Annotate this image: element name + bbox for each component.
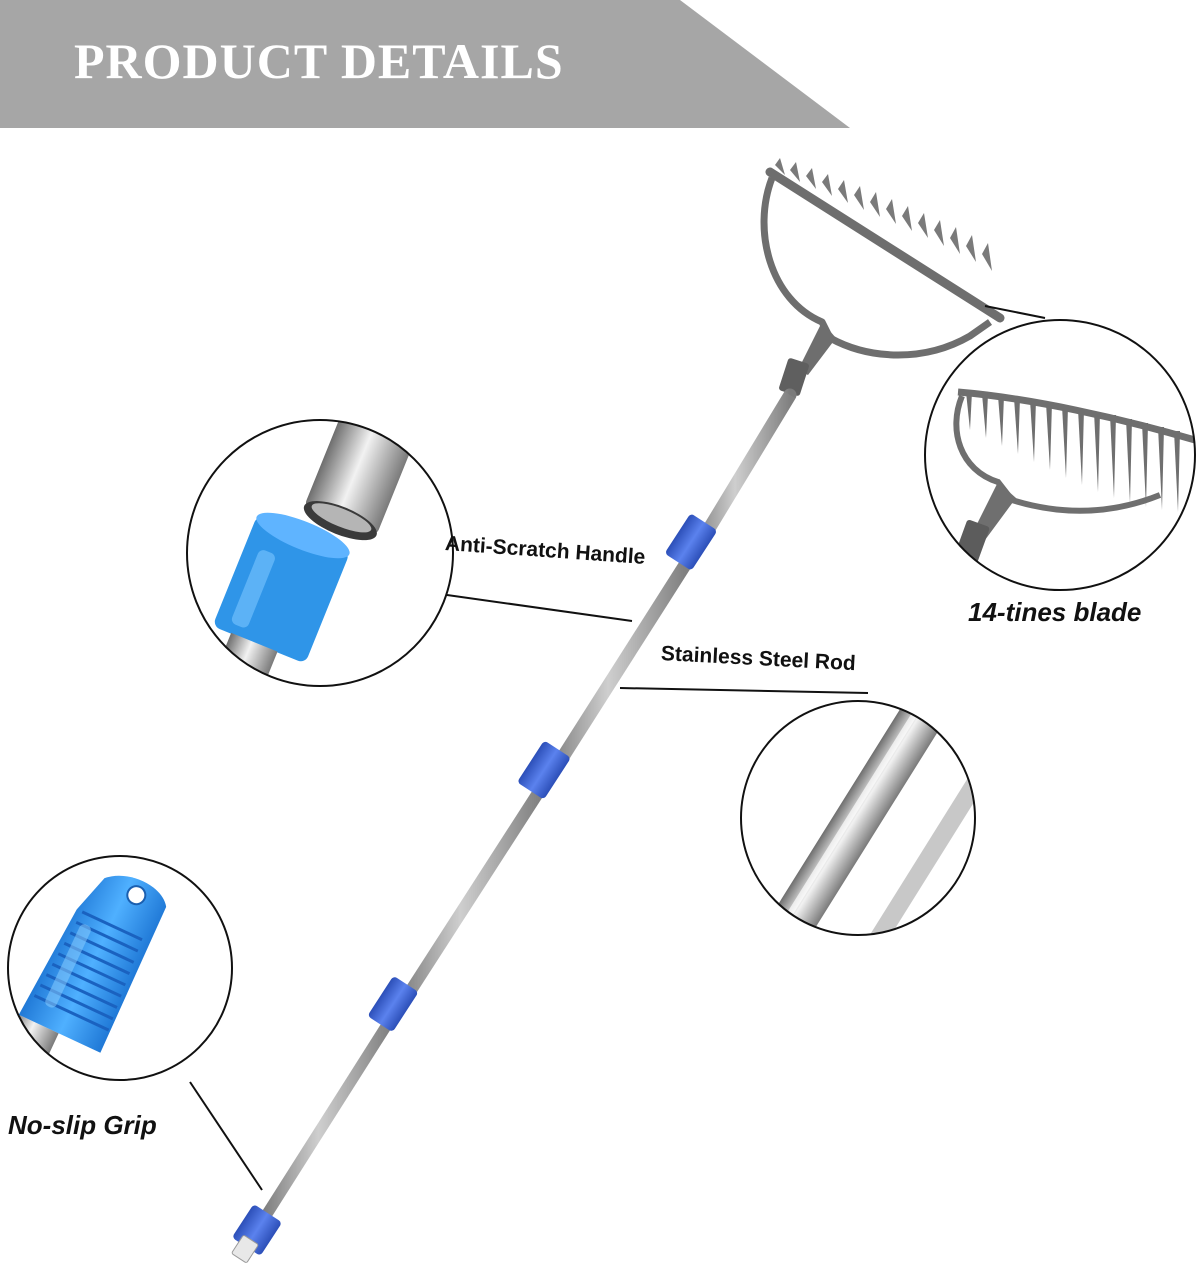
telescopic-pole-icon xyxy=(255,388,797,1228)
tines-blade-detail-circle xyxy=(924,319,1196,591)
label-14-tines-blade: 14-tines blade xyxy=(968,597,1142,627)
rake-head-icon xyxy=(760,158,1005,396)
steel-rod-detail-circle xyxy=(740,700,976,936)
header-banner: PRODUCT DETAILS xyxy=(0,0,1200,130)
leader-lines xyxy=(189,305,1046,1191)
blue-collar-icon xyxy=(231,514,716,1263)
anti-scratch-detail-circle xyxy=(186,419,454,687)
banner-shape xyxy=(0,0,850,128)
grip-detail-circle xyxy=(7,855,233,1081)
label-no-slip-grip: No-slip Grip xyxy=(8,1110,157,1140)
page-title: PRODUCT DETAILS xyxy=(74,33,564,89)
